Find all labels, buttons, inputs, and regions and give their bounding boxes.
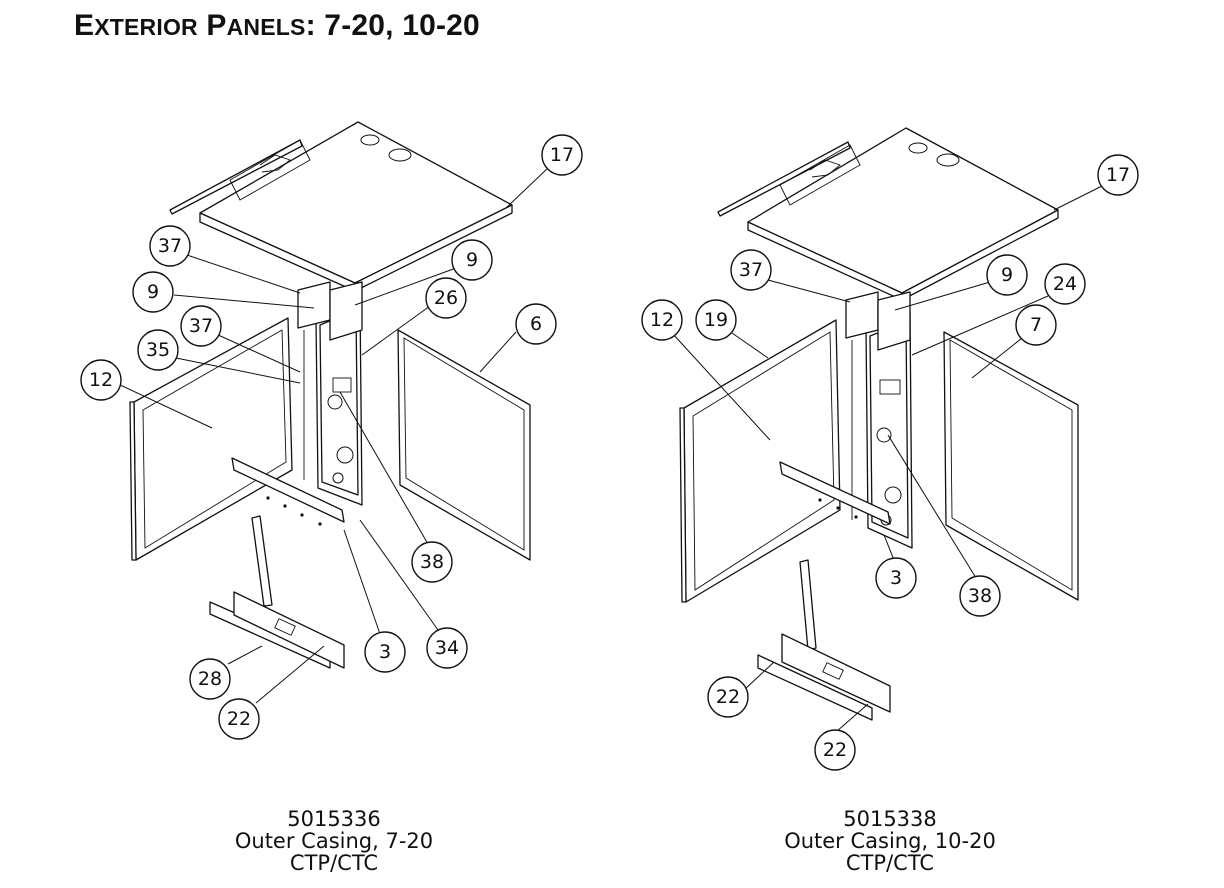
left-center-frame: [297, 281, 363, 506]
svg-text:26: 26: [434, 287, 458, 309]
right-kick-panel: [757, 559, 891, 721]
right-side-panel-right: [943, 331, 1079, 601]
svg-text:37: 37: [189, 315, 213, 337]
svg-text:7: 7: [1030, 314, 1042, 336]
left-bottom-trim: [231, 457, 345, 526]
svg-text:12: 12: [650, 309, 674, 331]
callout-17: 17: [541, 134, 583, 176]
callout-24: 24: [1044, 263, 1086, 305]
left-top-panel: [169, 121, 513, 292]
left-model: CTP/CTC: [289, 851, 379, 875]
callout-26: 26: [425, 277, 467, 319]
svg-text:17: 17: [550, 144, 574, 166]
right-callouts: 17 37 9 24 12 19 7 3 38 22 22: [641, 154, 1139, 771]
callout-37: 37: [180, 305, 222, 347]
callout-37: 37: [730, 249, 772, 291]
svg-text:3: 3: [890, 567, 902, 589]
svg-text:24: 24: [1053, 273, 1077, 295]
svg-text:19: 19: [704, 309, 728, 331]
callout-37: 37: [149, 225, 191, 267]
svg-text:22: 22: [716, 686, 740, 708]
svg-text:34: 34: [435, 637, 459, 659]
left-leader-lines: [117, 167, 549, 704]
svg-text:28: 28: [198, 668, 222, 690]
right-assembly-drawing: [679, 127, 1079, 721]
left-kick-panel: [209, 515, 345, 669]
svg-text:22: 22: [227, 708, 251, 730]
callout-38: 38: [411, 541, 453, 583]
callout-6: 6: [515, 303, 557, 345]
right-bottom-trim: [779, 461, 891, 525]
callout-34: 34: [426, 627, 468, 669]
title-suffix: : 7-20, 10-20: [305, 9, 480, 42]
callout-22: 22: [707, 676, 749, 718]
callout-22: 22: [814, 729, 856, 771]
callout-12: 12: [641, 299, 683, 341]
callout-9: 9: [132, 271, 174, 313]
svg-text:38: 38: [420, 551, 444, 573]
svg-text:9: 9: [147, 281, 159, 303]
left-side-panel: [129, 317, 293, 561]
svg-text:38: 38: [968, 585, 992, 607]
title-cap-1: E: [74, 9, 95, 42]
right-part-number: 5015338: [843, 807, 937, 831]
callout-17: 17: [1097, 154, 1139, 196]
title-cap-2: P: [206, 9, 227, 42]
right-description: Outer Casing, 10-20: [784, 829, 996, 853]
left-assembly-caption: 5015336 Outer Casing, 7-20 CTP/CTC: [184, 808, 484, 874]
svg-text:35: 35: [146, 339, 170, 361]
callout-7: 7: [1015, 304, 1057, 346]
left-description: Outer Casing, 7-20: [234, 829, 434, 853]
left-right-panel: [397, 329, 531, 561]
callout-12: 12: [80, 359, 122, 401]
svg-text:9: 9: [466, 249, 478, 271]
callout-19: 19: [695, 299, 737, 341]
svg-text:22: 22: [823, 739, 847, 761]
callout-35: 35: [137, 329, 179, 371]
svg-text:37: 37: [739, 259, 763, 281]
svg-text:12: 12: [89, 369, 113, 391]
callout-28: 28: [189, 658, 231, 700]
svg-text:37: 37: [158, 235, 182, 257]
left-callouts: 17 37 9 9 26 6 37 35 12 38 3 34 28 22: [80, 134, 583, 740]
svg-text:3: 3: [379, 641, 391, 663]
page-title: Exterior Panels: 7-20, 10-20: [74, 6, 480, 47]
svg-text:6: 6: [530, 313, 542, 335]
title-word-1: xterior: [94, 14, 198, 40]
left-assembly-drawing: [129, 121, 531, 669]
right-side-panel-left: [679, 319, 841, 603]
title-word-2: anels: [226, 14, 306, 40]
svg-text:17: 17: [1106, 164, 1130, 186]
svg-text:9: 9: [1001, 264, 1013, 286]
right-leader-lines: [671, 185, 1103, 733]
callout-38: 38: [959, 575, 1001, 617]
callout-3: 3: [364, 631, 406, 673]
right-assembly-caption: 5015338 Outer Casing, 10-20 CTP/CTC: [740, 808, 1040, 874]
callout-9: 9: [451, 239, 493, 281]
callout-9: 9: [986, 254, 1028, 296]
right-model: CTP/CTC: [845, 851, 935, 875]
callout-22: 22: [218, 698, 260, 740]
right-center-frame: [845, 291, 913, 549]
left-part-number: 5015336: [287, 807, 381, 831]
callout-3: 3: [875, 557, 917, 599]
